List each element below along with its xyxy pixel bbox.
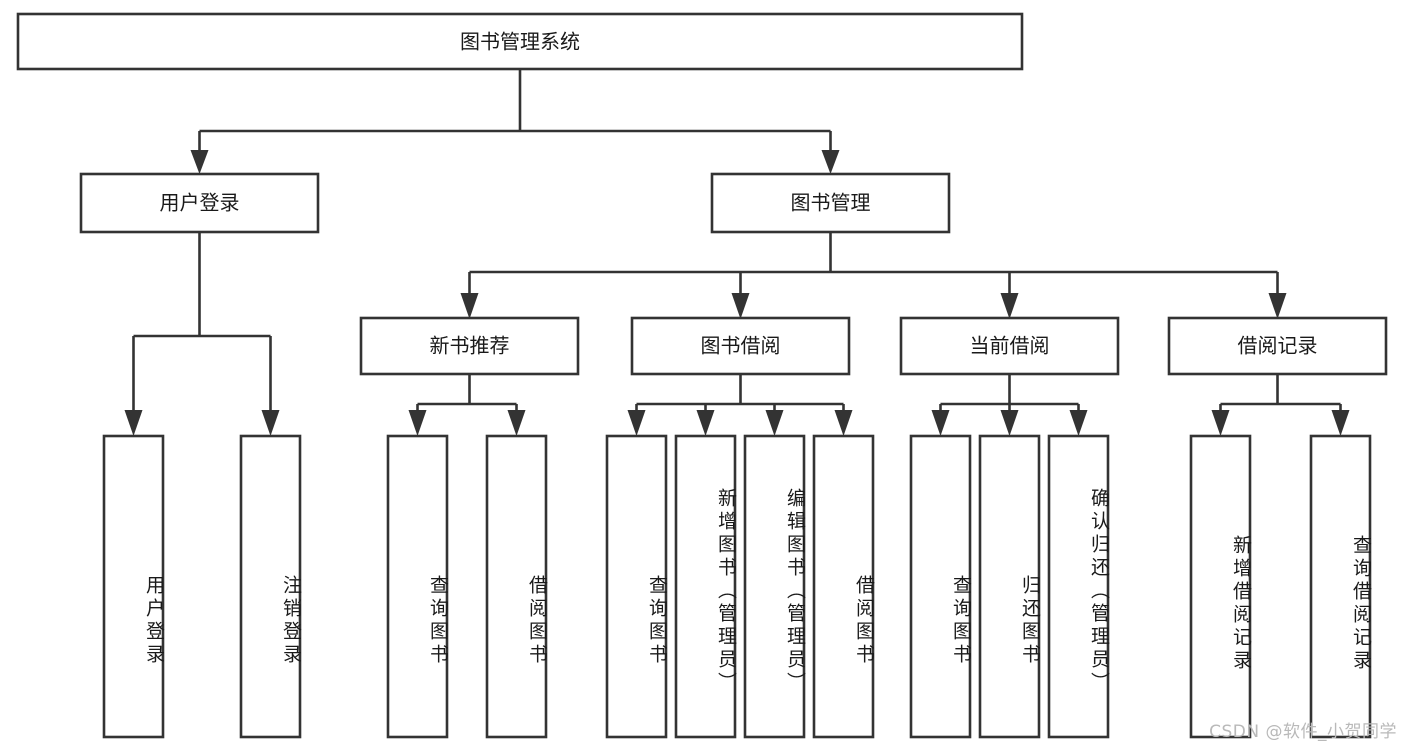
arrowhead-bookborrow-leaf-1 xyxy=(627,410,646,436)
node-borrow-record-label: 借阅记录 xyxy=(1238,334,1318,358)
node-leaf-bookborrow-query-book[interactable] xyxy=(605,434,668,739)
node-leaf-currentborrow-return-book[interactable] xyxy=(978,434,1041,739)
watermark-text: CSDN @软件_小贺同学 xyxy=(1209,722,1397,742)
arrowhead-bookborrow-leaf-4 xyxy=(834,410,853,436)
arrowhead-current-borrow xyxy=(1000,293,1019,319)
node-book-borrow-label: 图书借阅 xyxy=(701,334,781,358)
node-leaf-user-login[interactable] xyxy=(102,434,165,739)
arrowhead-currentborrow-leaf-3 xyxy=(1069,410,1088,436)
node-book-management[interactable] xyxy=(710,172,951,234)
node-leaf-currentborrow-confirm-return[interactable] xyxy=(1047,434,1110,739)
node-leaf-bookborrow-add-book[interactable] xyxy=(674,434,737,739)
node-leaf-bookborrow-borrow-book[interactable] xyxy=(812,434,875,739)
node-book-borrow[interactable] xyxy=(630,316,851,376)
node-current-borrow-label: 当前借阅 xyxy=(970,334,1050,358)
node-leaf-bookborrow-edit-book[interactable] xyxy=(743,434,806,739)
node-new-book-recommend[interactable] xyxy=(359,316,580,376)
node-leaf-borrowrecord-add-record[interactable] xyxy=(1189,434,1252,739)
node-root-book-management-system[interactable] xyxy=(16,12,1024,71)
node-borrow-record[interactable] xyxy=(1167,316,1388,376)
arrowhead-currentborrow-leaf-2 xyxy=(1000,410,1019,436)
arrowhead-book-mgmt xyxy=(821,150,840,174)
arrowhead-borrowrecord-leaf-1 xyxy=(1211,410,1230,436)
arrowhead-borrowrecord-leaf-2 xyxy=(1331,410,1350,436)
node-user-login-label: 用户登录 xyxy=(160,191,240,215)
arrowhead-borrow-record xyxy=(1268,293,1287,319)
arrowhead-bookborrow-leaf-2 xyxy=(696,410,715,436)
arrowhead-user-login xyxy=(190,150,209,174)
node-leaf-currentborrow-query-book[interactable] xyxy=(909,434,972,739)
arrowhead-bookborrow-leaf-3 xyxy=(765,410,784,436)
node-root-label: 图书管理系统 xyxy=(460,30,580,54)
arrowhead-currentborrow-leaf-1 xyxy=(931,410,950,436)
arrowhead-newbook-leaf-2 xyxy=(507,410,526,436)
node-current-borrow[interactable] xyxy=(899,316,1120,376)
node-leaf-borrowrecord-query-record[interactable] xyxy=(1309,434,1372,739)
arrowhead-leaf-logout xyxy=(261,410,280,436)
connector-layer xyxy=(124,69,1350,436)
node-user-login[interactable] xyxy=(79,172,320,234)
node-book-management-label: 图书管理 xyxy=(791,191,871,215)
arrowhead-newbook-leaf-1 xyxy=(408,410,427,436)
arrowhead-leaf-user-login xyxy=(124,410,143,436)
arrowhead-new-book-recommend xyxy=(460,293,479,319)
node-leaf-logout[interactable] xyxy=(239,434,302,739)
node-leaf-newbook-borrow-book[interactable] xyxy=(485,434,548,739)
node-layer: 图书管理系统 用户登录 图书管理 新书推荐 图书借阅 当前借阅 借阅记录 xyxy=(16,12,1388,739)
node-new-book-recommend-label: 新书推荐 xyxy=(430,334,510,358)
node-leaf-newbook-query-book[interactable] xyxy=(386,434,449,739)
arrowhead-book-borrow xyxy=(731,293,750,319)
